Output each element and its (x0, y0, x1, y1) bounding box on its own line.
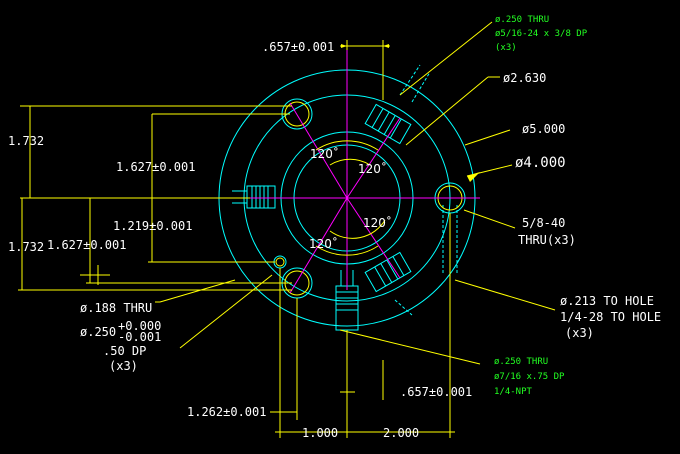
callout-bottom-green: ø.250 THRU ø7/16 x.75 DP 1/4-NPT (494, 357, 565, 397)
center-lines (215, 45, 480, 294)
leader-4000 (466, 164, 513, 177)
callout-250-dp: .50 DP (103, 344, 146, 358)
angle-label-3: 120˚ (363, 215, 392, 230)
callout-top-line1: ø.250 THRU (495, 15, 549, 25)
callout-top-line3: (x3) (495, 43, 517, 53)
dia-2630: ø2.630 (503, 71, 546, 85)
callout-hole-213: ø.213 TO HOLE 1/4-28 TO HOLE (x3) (560, 294, 661, 340)
angle-label-2: 120˚ (358, 161, 387, 176)
callout-thread-58: 5/8-40 THRU(x3) (518, 216, 576, 247)
upper-right-radial-port (364, 103, 412, 145)
dim-2000: 2.000 (383, 426, 419, 440)
dim-1262: 1.262±0.001 (187, 405, 266, 419)
dim-1219: 1.219±0.001 (113, 219, 192, 233)
dim-1627-lower: 1.627±0.001 (47, 238, 126, 252)
callout-213-line1: ø.213 TO HOLE (560, 294, 654, 308)
callout-bottom-line2: ø7/16 x.75 DP (494, 372, 565, 382)
callout-thread-line2: THRU(x3) (518, 233, 576, 247)
dim-657-top: .657±0.001 (262, 40, 334, 54)
dimension-lines (18, 21, 556, 438)
callout-bottom-line3: 1/4-NPT (494, 387, 533, 397)
callout-250-plus: +0.000 (118, 319, 161, 333)
dimension-texts: .657±0.001 1.732 1.627±0.001 1.219±0.001… (8, 40, 566, 440)
callout-bottom-line1: ø.250 THRU (494, 357, 548, 367)
callout-thread-line1: 5/8-40 (522, 216, 565, 230)
dia-5000: ø5.000 (522, 122, 565, 136)
arrow-heads (341, 44, 480, 182)
dim-657-bottom: .657±0.001 (400, 385, 472, 399)
dim-1732-lower: 1.732 (8, 240, 44, 254)
dia-4000: ø4.000 (515, 155, 566, 171)
dim-1000: 1.000 (302, 426, 338, 440)
dim-1627-upper: 1.627±0.001 (116, 160, 195, 174)
callout-top-green: ø.250 THRU ø5/16-24 x 3/8 DP (x3) (495, 15, 588, 53)
dim-1732-upper: 1.732 (8, 134, 44, 148)
right-port-hidden (442, 205, 458, 275)
callout-250-main: ø.250 (80, 325, 116, 339)
angle-arcs (315, 140, 386, 256)
callout-top-line2: ø5/16-24 x 3/8 DP (495, 29, 588, 39)
callout-188: ø.188 THRU (80, 301, 152, 315)
angle-labels: 120˚ 120˚ 120˚ 120˚ (309, 146, 392, 251)
lower-right-radial-port (364, 251, 412, 293)
angle-label-1: 120˚ (310, 146, 339, 161)
callout-250-qty: (x3) (109, 359, 138, 373)
callout-250-minus: -0.001 (118, 330, 161, 344)
callout-213-line3: (x3) (565, 326, 594, 340)
left-radial-port (232, 185, 276, 209)
angle-label-4: 120˚ (309, 236, 338, 251)
callout-hole-188-250: ø.188 THRU ø.250 +0.000 -0.001 .50 DP (x… (80, 301, 161, 373)
callout-213-line2: 1/4-28 TO HOLE (560, 310, 661, 324)
